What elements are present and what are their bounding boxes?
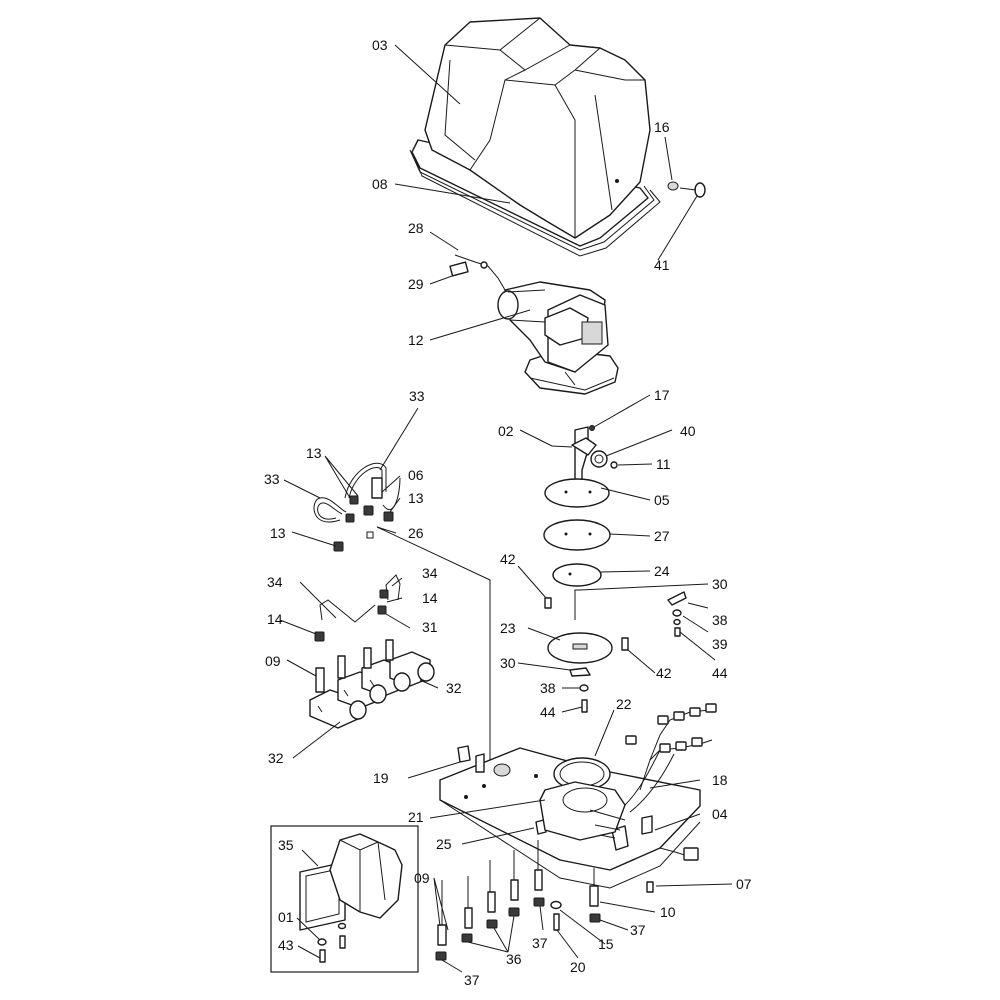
fittings [314, 495, 394, 642]
label-06: 06 [408, 467, 424, 483]
cover-hood [409, 17, 655, 251]
label-13-top: 13 [306, 445, 322, 461]
label-04: 04 [712, 806, 728, 822]
screw-41 [667, 181, 706, 198]
label-09-bottom: 09 [414, 870, 430, 886]
label-01: 01 [278, 909, 294, 925]
label-10: 10 [660, 904, 676, 920]
label-41: 41 [654, 257, 670, 273]
label-38-left: 38 [540, 680, 556, 696]
label-07: 07 [736, 876, 752, 892]
label-03: 03 [372, 37, 388, 53]
lower-fittings [435, 840, 654, 961]
label-19: 19 [373, 770, 389, 786]
label-25: 25 [436, 836, 452, 852]
label-33-left: 33 [264, 471, 280, 487]
label-23: 23 [500, 620, 516, 636]
shaft-bracket [551, 425, 618, 493]
label-26: 26 [408, 525, 424, 541]
label-13-left: 13 [270, 525, 286, 541]
label-33-top: 33 [409, 388, 425, 404]
fan-housing [539, 749, 675, 841]
label-17: 17 [654, 387, 670, 403]
label-05: 05 [654, 492, 670, 508]
disc-05 [544, 478, 610, 508]
label-20: 20 [570, 959, 586, 975]
label-44-left: 44 [540, 704, 556, 720]
label-22: 22 [616, 696, 632, 712]
leader-lines [279, 44, 733, 973]
label-42-right: 42 [656, 665, 672, 681]
label-37-right: 37 [630, 922, 646, 938]
label-39: 39 [712, 636, 728, 652]
label-36: 36 [506, 951, 522, 967]
label-37-bottom: 37 [464, 972, 480, 988]
label-42-top: 42 [500, 551, 516, 567]
disc-27 [543, 519, 611, 551]
label-40: 40 [680, 423, 696, 439]
label-32-left: 32 [268, 750, 284, 766]
label-15: 15 [598, 936, 614, 952]
hoses [313, 462, 401, 623]
label-34-right: 34 [422, 565, 438, 581]
label-29: 29 [408, 276, 424, 292]
label-24: 24 [654, 563, 670, 579]
label-30-right: 30 [712, 576, 728, 592]
label-02: 02 [498, 423, 514, 439]
label-32-right: 32 [446, 680, 462, 696]
part-number-labels: 03 08 16 41 28 29 12 33 33 13 06 13 26 1… [264, 37, 752, 988]
label-34-left: 34 [267, 574, 283, 590]
label-44-right: 44 [712, 665, 728, 681]
label-14-right: 14 [422, 590, 438, 606]
cable-28 [449, 254, 506, 291]
gearmotor [497, 281, 619, 395]
label-18: 18 [712, 772, 728, 788]
label-28: 28 [408, 220, 424, 236]
disc-23 [547, 632, 613, 664]
label-31: 31 [422, 619, 438, 635]
label-21: 21 [408, 809, 424, 825]
detail-inset [270, 825, 419, 973]
disc-24 [552, 563, 602, 587]
label-13-right: 13 [408, 490, 424, 506]
label-37-mid: 37 [532, 935, 548, 951]
label-16: 16 [654, 119, 670, 135]
gasket [413, 155, 661, 257]
wiring-harness [625, 703, 717, 861]
label-08: 08 [372, 176, 388, 192]
label-27: 27 [654, 528, 670, 544]
label-30-left: 30 [500, 655, 516, 671]
label-09-left: 09 [265, 653, 281, 669]
label-43: 43 [278, 937, 294, 953]
small-parts-center [544, 591, 687, 713]
solenoid-valves [309, 639, 435, 729]
label-35: 35 [278, 837, 294, 853]
label-14-left: 14 [267, 611, 283, 627]
label-38-right: 38 [712, 612, 728, 628]
label-11: 11 [656, 456, 671, 472]
label-12: 12 [408, 332, 424, 348]
